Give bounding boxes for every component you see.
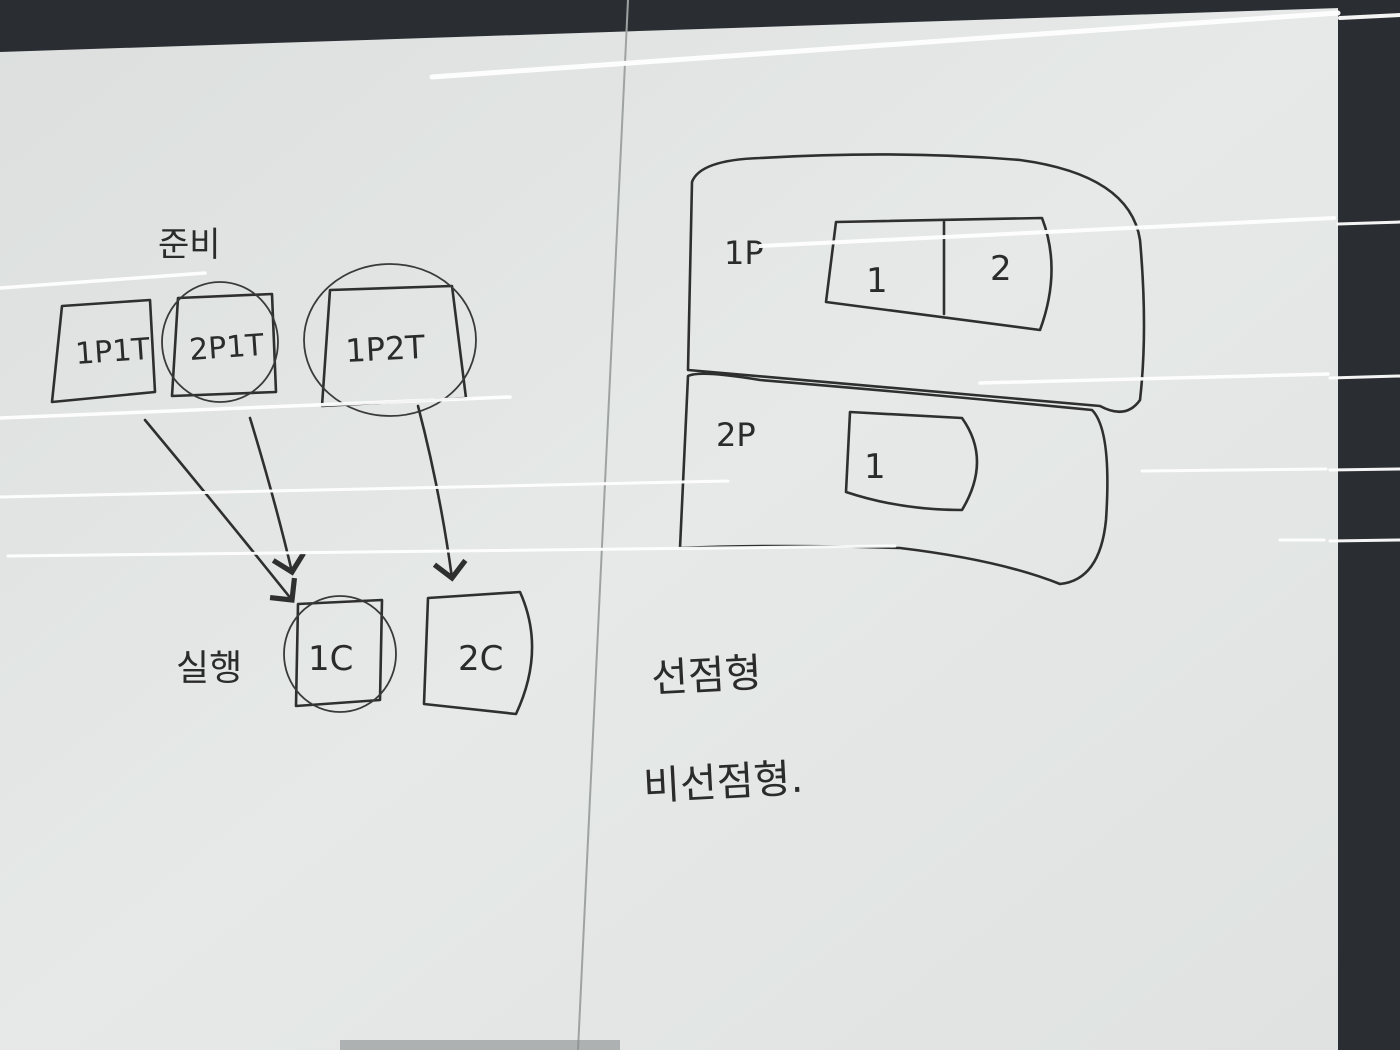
non-preemptive-label: 비선점형. bbox=[642, 756, 804, 810]
core-label-2c: 2C bbox=[458, 639, 503, 679]
task-label-1p2t: 1P2T bbox=[344, 328, 426, 370]
prepare-label: 준비 bbox=[158, 225, 221, 265]
task-label-2p1t: 2P1T bbox=[188, 328, 266, 368]
task-box-2p1t: 2P1T bbox=[161, 281, 279, 403]
core-box-1c: 1C bbox=[283, 595, 397, 713]
task-box-1p1t: 1P1T bbox=[50, 298, 157, 404]
process-2-label: 2P bbox=[716, 416, 756, 454]
panel-divider bbox=[577, 0, 629, 1050]
process-1-thread-1: 1 bbox=[866, 261, 888, 301]
preemptive-label: 선점형 bbox=[650, 650, 763, 702]
bottom-reflection bbox=[340, 1040, 620, 1050]
core-box-2c: 2C bbox=[422, 590, 534, 716]
arrow-2p1t-to-1c bbox=[248, 416, 306, 576]
arrow-1p1t-to-1c bbox=[143, 418, 298, 603]
core-label-1c: 1C bbox=[308, 639, 353, 679]
process-1-thread-2: 2 bbox=[990, 249, 1012, 289]
board-surface bbox=[0, 8, 1340, 1050]
process-1-label: 1P bbox=[724, 234, 764, 272]
task-label-1p1t: 1P1T bbox=[74, 332, 152, 372]
process-2-thread-row: 1 bbox=[844, 410, 979, 512]
arrow-1p2t-to-2c bbox=[416, 404, 468, 582]
light-glare bbox=[0, 10, 1400, 558]
board-frame bbox=[1338, 0, 1400, 1050]
execute-label: 실행 bbox=[176, 648, 242, 689]
process-2-thread-1: 1 bbox=[864, 447, 886, 487]
process-1-container bbox=[686, 153, 1146, 414]
task-box-1p2t: 1P2T bbox=[303, 263, 477, 417]
